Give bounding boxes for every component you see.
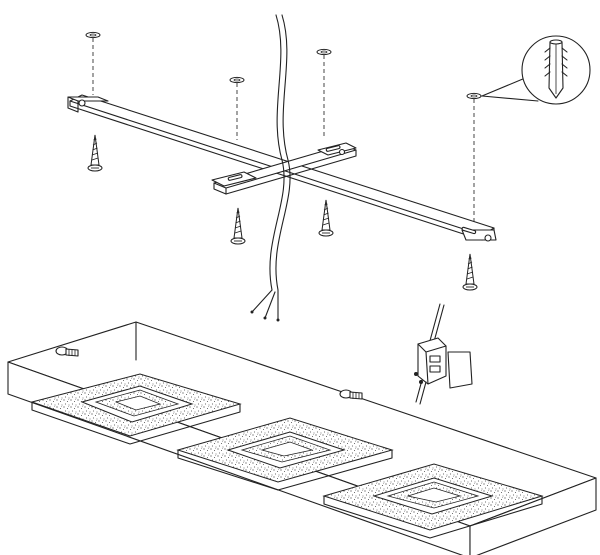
mounting-bolt-1: [55, 346, 79, 357]
screw-2: [230, 207, 246, 245]
drill-hole-1: [85, 31, 101, 39]
screw-1: [87, 134, 103, 172]
supply-cable: [250, 14, 291, 322]
screw-3: [318, 199, 334, 237]
wall-plug-icon: [544, 39, 568, 99]
led-panel-3: [322, 463, 544, 539]
led-panel-1: [30, 373, 242, 445]
drill-hole-2: [229, 76, 245, 84]
driver-box: [447, 351, 473, 389]
wall-plug-callout: [481, 35, 591, 105]
drill-hole-4: [466, 92, 482, 100]
mounting-bolt-2: [339, 389, 363, 400]
terminal-block: [414, 303, 473, 405]
drill-hole-3: [316, 48, 332, 56]
screw-4: [462, 253, 478, 291]
mounting-bracket: [67, 94, 497, 242]
led-panel-2: [176, 417, 394, 491]
drill-holes: [85, 31, 482, 225]
